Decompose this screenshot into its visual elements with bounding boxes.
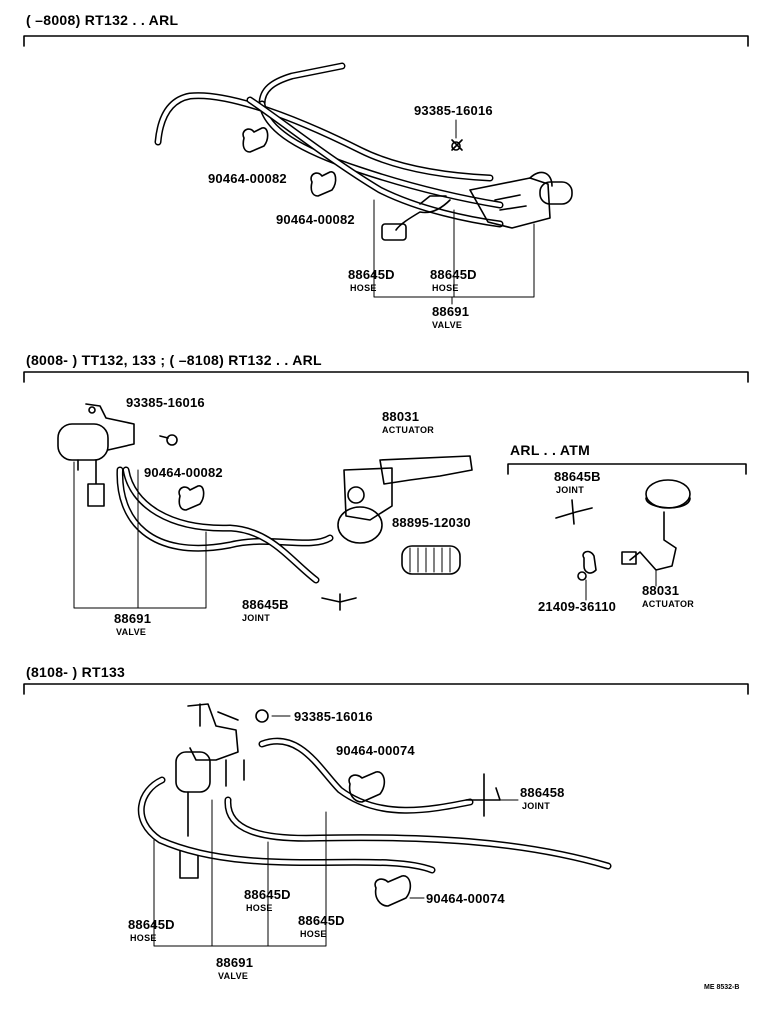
section-3-bracket — [23, 683, 749, 695]
part-number: 88895-12030 — [392, 515, 471, 530]
part-description: ACTUATOR — [642, 599, 695, 609]
section-1-leaders — [373, 119, 535, 305]
part-description: HOSE — [300, 929, 327, 939]
part-number: 90464-00082 — [276, 212, 355, 227]
figure-code: ME 8532-B — [704, 984, 740, 991]
part-number: 90464-00082 — [144, 465, 223, 480]
part-number: 88691 — [216, 955, 254, 970]
part-number: 88645D — [298, 913, 345, 928]
subgroup-header: ARL . . ATM — [510, 442, 591, 458]
section-2-valve — [57, 403, 135, 507]
part-description: VALVE — [218, 971, 249, 981]
part-number: 88645B — [554, 469, 601, 484]
part-description: JOINT — [522, 801, 551, 811]
part-number: 93385-16016 — [294, 709, 373, 724]
part-description: VALVE — [116, 627, 147, 637]
section-3-small-parts — [348, 771, 501, 907]
part-number: 90464-00074 — [426, 891, 505, 906]
part-description: HOSE — [246, 903, 273, 913]
section-2-actuator — [337, 455, 473, 575]
part-number: 88691 — [432, 304, 470, 319]
part-number: 886458 — [520, 785, 565, 800]
part-number: 21409-36110 — [538, 599, 617, 614]
section-3-hoses — [137, 737, 612, 874]
part-number: 88645D — [430, 267, 477, 282]
section-2-small-parts — [159, 434, 357, 611]
part-number: 88031 — [382, 409, 420, 424]
part-description: VALVE — [432, 320, 463, 330]
part-description: JOINT — [242, 613, 271, 623]
section-3-leaders — [153, 715, 519, 947]
part-number: 88645D — [348, 267, 395, 282]
part-number: 88691 — [114, 611, 152, 626]
part-description: HOSE — [432, 283, 459, 293]
part-description: ACTUATOR — [382, 425, 435, 435]
section-3-header: (8108- ) RT133 — [26, 664, 126, 680]
section-2-leaders — [73, 461, 657, 609]
part-description: JOINT — [556, 485, 585, 495]
part-description: HOSE — [130, 933, 157, 943]
part-number: 88031 — [642, 583, 680, 598]
part-number: 90464-00074 — [336, 743, 415, 758]
section-1-valve-assembly — [381, 139, 573, 241]
section-1-header: ( –8008) RT132 . . ARL — [26, 12, 179, 28]
section-1-hoses — [154, 62, 504, 228]
part-number: 88645D — [128, 917, 175, 932]
part-number: 93385-16016 — [126, 395, 205, 410]
section-2-hoses — [116, 466, 334, 584]
section-2-bracket — [23, 371, 749, 383]
part-number: 93385-16016 — [414, 103, 493, 118]
subgroup-parts — [555, 479, 691, 581]
section-1-bracket — [23, 35, 749, 47]
subgroup-bracket — [507, 463, 747, 475]
section-1-clips — [242, 127, 337, 197]
part-number: 90464-00082 — [208, 171, 287, 186]
section-2-header: (8008- ) TT132, 133 ; ( –8108) RT132 . .… — [26, 352, 322, 368]
part-number: 88645B — [242, 597, 289, 612]
part-number: 88645D — [244, 887, 291, 902]
part-description: HOSE — [350, 283, 377, 293]
